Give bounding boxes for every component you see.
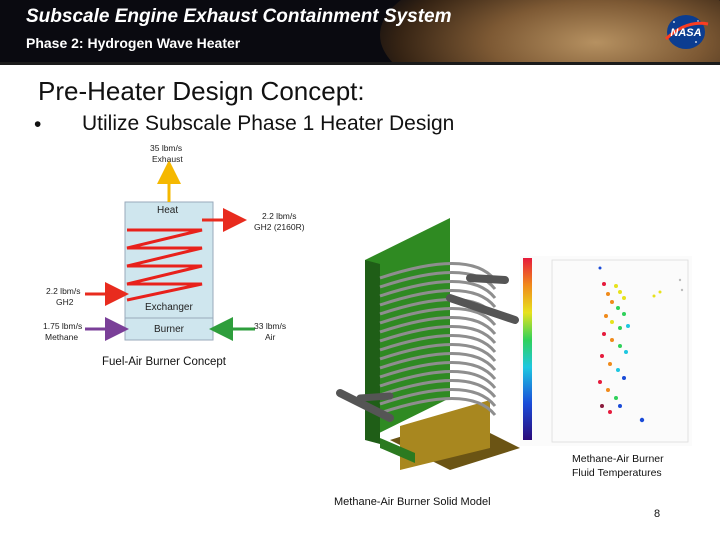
exhaust-label: Exhaust — [152, 154, 183, 164]
bullet-text: Utilize Subscale Phase 1 Heater Design — [82, 112, 455, 135]
particle-traces — [598, 266, 684, 423]
heater-box — [124, 201, 214, 341]
bullet-marker: • — [34, 113, 42, 136]
air-flow-label: 33 lbm/s — [254, 321, 287, 331]
gh2-out-label: GH2 (2160R) — [254, 222, 305, 232]
burner-concept-diagram — [85, 160, 255, 341]
fluid-temps-caption-line2: Fluid Temperatures — [572, 467, 662, 479]
gh2-in-label: GH2 — [56, 297, 74, 307]
exchanger-label: Exchanger — [145, 302, 193, 313]
burner-label: Burner — [154, 324, 185, 335]
solid-model-image — [336, 218, 520, 470]
temperature-colorbar — [523, 258, 532, 440]
slide-subtitle: Phase 2: Hydrogen Wave Heater — [26, 35, 241, 51]
header-divider — [0, 62, 720, 65]
heat-label: Heat — [157, 205, 179, 216]
slide-header: Subscale Engine Exhaust Containment Syst… — [0, 0, 720, 62]
gh2-in-flow-label: 2.2 lbm/s — [46, 286, 81, 296]
section-heading: Pre-Heater Design Concept: — [38, 76, 365, 106]
fluid-temps-caption-line1: Methane-Air Burner — [572, 453, 664, 465]
gh2-out-flow-label: 2.2 lbm/s — [262, 211, 297, 221]
solid-model-caption: Methane-Air Burner Solid Model — [334, 496, 491, 508]
exhaust-flow-label: 35 lbm/s — [150, 143, 183, 153]
fluid-temperature-plot-image — [520, 256, 692, 446]
methane-flow-label: 1.75 lbm/s — [43, 321, 83, 331]
jupiter-background-image — [380, 0, 720, 62]
nasa-logo-text: NASA — [670, 27, 701, 39]
methane-label: Methane — [45, 332, 79, 342]
nasa-logo-icon: NASA — [664, 15, 709, 49]
slide-title: Subscale Engine Exhaust Containment Syst… — [26, 6, 452, 27]
heat-exchanger-coil — [126, 228, 203, 302]
burner-concept-caption: Fuel-Air Burner Concept — [102, 356, 226, 368]
page-number: 8 — [654, 508, 661, 520]
air-label: Air — [265, 332, 276, 342]
